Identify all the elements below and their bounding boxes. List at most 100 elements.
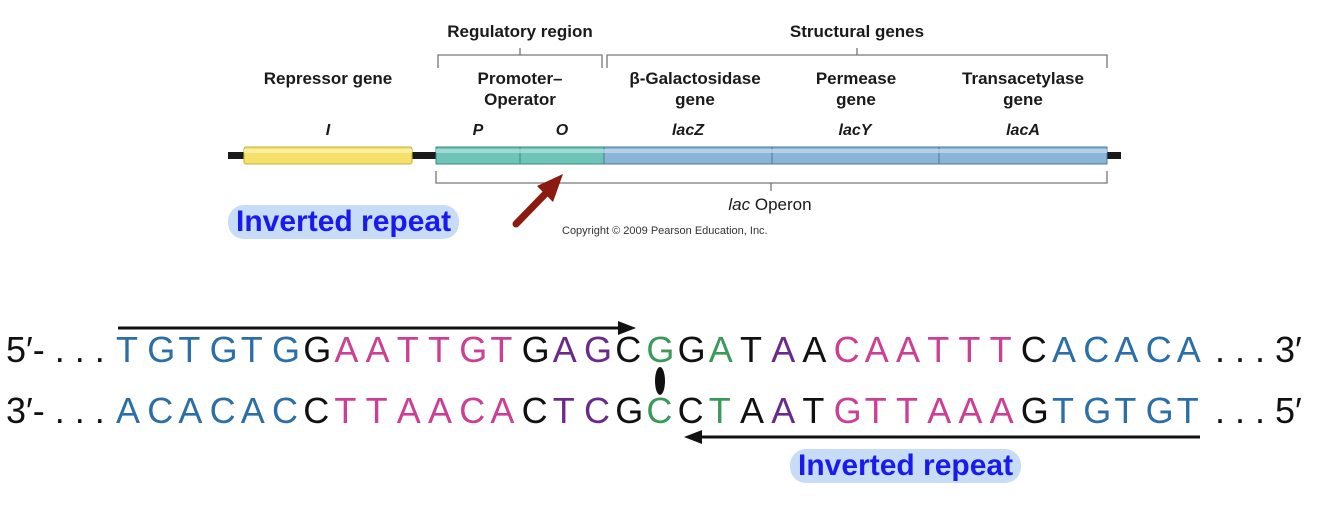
- top-strand-repeat-arrow-head: [618, 321, 636, 335]
- lac-operon-bracket: [435, 171, 1108, 184]
- top-strand-base: A: [802, 329, 827, 370]
- top-strand-base: G: [521, 329, 550, 370]
- bottom-strand-base: C: [677, 390, 704, 431]
- gene-id-lacy: lacY: [838, 122, 872, 139]
- top-strand-base: A: [334, 329, 359, 370]
- bottom-strand-base: T: [365, 390, 388, 431]
- gene-id-laca: lacA: [1006, 122, 1040, 139]
- bottom-strand-base: T: [1052, 390, 1074, 431]
- gene-id-p: P: [472, 122, 484, 139]
- bottom-strand-base: G: [615, 390, 644, 431]
- bottom-strand-base: A: [116, 390, 141, 431]
- top-strand-base: T: [958, 329, 981, 370]
- bottom-strand-base: G: [1083, 390, 1112, 431]
- bottom-strand-base: T: [552, 390, 575, 431]
- bottom-strand-base: C: [459, 390, 486, 431]
- bottom-strand-base: C: [646, 390, 673, 431]
- top-strand-base: C: [1145, 329, 1172, 370]
- bottom-strand-base: A: [490, 390, 515, 431]
- regulatory-region-label: Regulatory region: [447, 22, 593, 41]
- bottom-strand-base: A: [958, 390, 983, 431]
- top-strand-base: A: [708, 329, 733, 370]
- bottom-strand-base: A: [428, 390, 453, 431]
- bottom-strand-base: G: [1020, 390, 1049, 431]
- bottom-strand-base: A: [396, 390, 421, 431]
- bottom-strand-prefix: 3′- . . .: [6, 390, 105, 431]
- structural-genes-label: Structural genes: [789, 22, 925, 41]
- structural-genes-bracket: [606, 54, 1108, 68]
- bottom-strand-base: C: [521, 390, 548, 431]
- bottom-strand-base: T: [802, 390, 825, 431]
- top-strand-base: T: [490, 329, 513, 370]
- repressor-gene-label: Repressor gene: [263, 69, 393, 88]
- bottom-strand-base: C: [147, 390, 174, 431]
- top-strand-base: T: [989, 329, 1012, 370]
- bottom-strand-base: A: [740, 390, 765, 431]
- gene-id-o: O: [555, 122, 569, 139]
- bottom-strand-base: C: [272, 390, 298, 431]
- operator-pointer-arrow-shaft: [512, 185, 554, 228]
- bottom-strand-base: A: [240, 390, 265, 431]
- bottom-strand-base: T: [708, 390, 731, 431]
- bottom-strand-base: A: [771, 390, 796, 431]
- top-strand-base: A: [1114, 329, 1139, 370]
- bottom-strand-base: T: [896, 390, 918, 431]
- bottom-strand-suffix: . . . 5′: [1215, 390, 1302, 431]
- bottom-strand-base: A: [927, 390, 952, 431]
- operator-pointer-arrow-head: [537, 174, 563, 202]
- bottom-strand-base: A: [989, 390, 1014, 431]
- bottom-strand-base: G: [1145, 390, 1174, 431]
- top-strand-prefix: 5′- . . .: [6, 329, 105, 370]
- top-strand-base: C: [1083, 329, 1110, 370]
- top-strand-base: A: [1176, 329, 1201, 370]
- copyright-notice: Copyright © 2009 Pearson Education, Inc.: [562, 225, 768, 237]
- top-strand-base: A: [365, 329, 390, 370]
- top-strand-base: G: [209, 329, 238, 370]
- top-strand-base: C: [615, 329, 642, 370]
- top-strand-base: G: [646, 329, 675, 370]
- bottom-strand-base: T: [334, 390, 357, 431]
- bottom-strand-base: C: [584, 390, 610, 431]
- gene-id-i: I: [325, 122, 331, 139]
- top-strand-base: T: [740, 329, 762, 370]
- bottom-strand-base: T: [864, 390, 887, 431]
- bottom-inverted-repeat-label: Inverted repeat: [790, 449, 1022, 483]
- top-strand-base: A: [1052, 329, 1077, 370]
- top-inverted-repeat-label: Inverted repeat: [228, 205, 460, 239]
- bottom-strand-base: A: [178, 390, 203, 431]
- top-strand-base: T: [428, 329, 450, 370]
- bottom-strand-base: G: [833, 390, 862, 431]
- top-strand-base: T: [240, 329, 263, 370]
- top-strand-base: G: [584, 329, 613, 370]
- symmetry-axis-marker: [655, 367, 665, 395]
- bottom-strand-base: C: [303, 390, 330, 431]
- bottom-strand-repeat-arrow-head: [684, 430, 702, 444]
- top-strand-base: G: [677, 329, 706, 370]
- top-strand-base: C: [1020, 329, 1047, 370]
- top-strand-base: T: [116, 329, 138, 370]
- top-strand-base: G: [147, 329, 176, 370]
- promoter-operator-label: Promoter–Operator: [477, 69, 563, 109]
- bottom-strand-base: C: [209, 390, 236, 431]
- top-strand-base: G: [459, 329, 488, 370]
- top-strand-base: T: [396, 329, 419, 370]
- top-strand-base: A: [771, 329, 796, 370]
- top-strand-base: G: [272, 329, 301, 370]
- top-strand-base: A: [896, 329, 921, 370]
- gene-id-lacz: lacZ: [671, 122, 704, 139]
- top-strand-base: G: [303, 329, 332, 370]
- top-strand-suffix: . . . 3′: [1215, 329, 1302, 370]
- top-strand-base: C: [833, 329, 860, 370]
- regulatory-region-bracket: [437, 54, 603, 68]
- top-strand-base: A: [864, 329, 889, 370]
- top-strand-base: A: [552, 329, 577, 370]
- top-strand-base: T: [927, 329, 950, 370]
- bottom-strand-base: T: [1114, 390, 1137, 431]
